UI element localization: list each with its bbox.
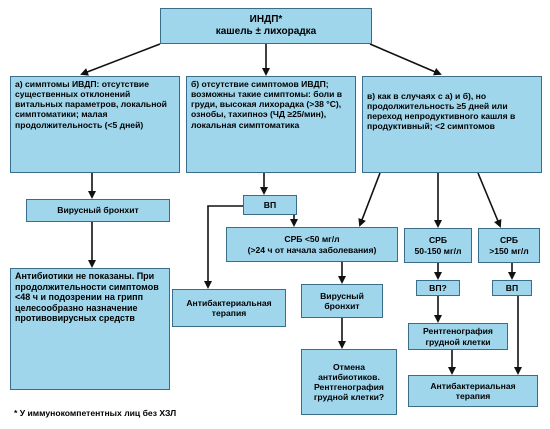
branch-c-box: в) как в случаях с а) и б), но продолжит… <box>362 76 542 173</box>
cancel-antibiotics-box: Отмена антибиотиков. Рентгенография груд… <box>301 349 397 415</box>
arrow-c-to-crplow <box>358 172 381 227</box>
crp-high-box: СРБ >150 мг/л <box>478 228 540 263</box>
crp-mid-box: СРБ 50-150 мг/л <box>404 228 472 263</box>
arrow-title-to-a <box>80 43 161 76</box>
branch-b-box: б) отсутствие симптомов ИВДП; возможны т… <box>186 76 356 173</box>
viral-bronchitis-c-box: Вирусный бронхит <box>301 284 383 318</box>
no-antibiotics-box: Антибиотики не показаны. При продолжител… <box>10 268 170 390</box>
crp-low-box: СРБ <50 мг/л (>24 ч от начала заболевани… <box>226 227 398 262</box>
arrow-title-to-c <box>369 43 442 76</box>
antibacterial-b-box: Антибактериальная терапия <box>172 289 286 327</box>
arrow-vp-to-antib <box>204 205 243 289</box>
viral-bronchitis-a-box: Вирусный бронхит <box>26 199 170 222</box>
footnote: * У иммунокомпетентных лиц без ХЗЛ <box>14 408 177 418</box>
vp-b-box: ВП <box>243 195 297 215</box>
branch-a-box: а) симптомы ИВДП: отсутствие существенны… <box>10 76 180 173</box>
xray-box: Рентгенография грудной клетки <box>408 323 508 350</box>
start-box-indp: ИНДП* кашель ± лихорадка <box>160 8 372 44</box>
antibacterial-c-box: Антибактериальная терапия <box>408 375 538 407</box>
vp-question-box: ВП? <box>416 280 460 296</box>
vp-c-box: ВП <box>492 280 532 296</box>
arrow-c-to-crphigh <box>477 172 502 228</box>
